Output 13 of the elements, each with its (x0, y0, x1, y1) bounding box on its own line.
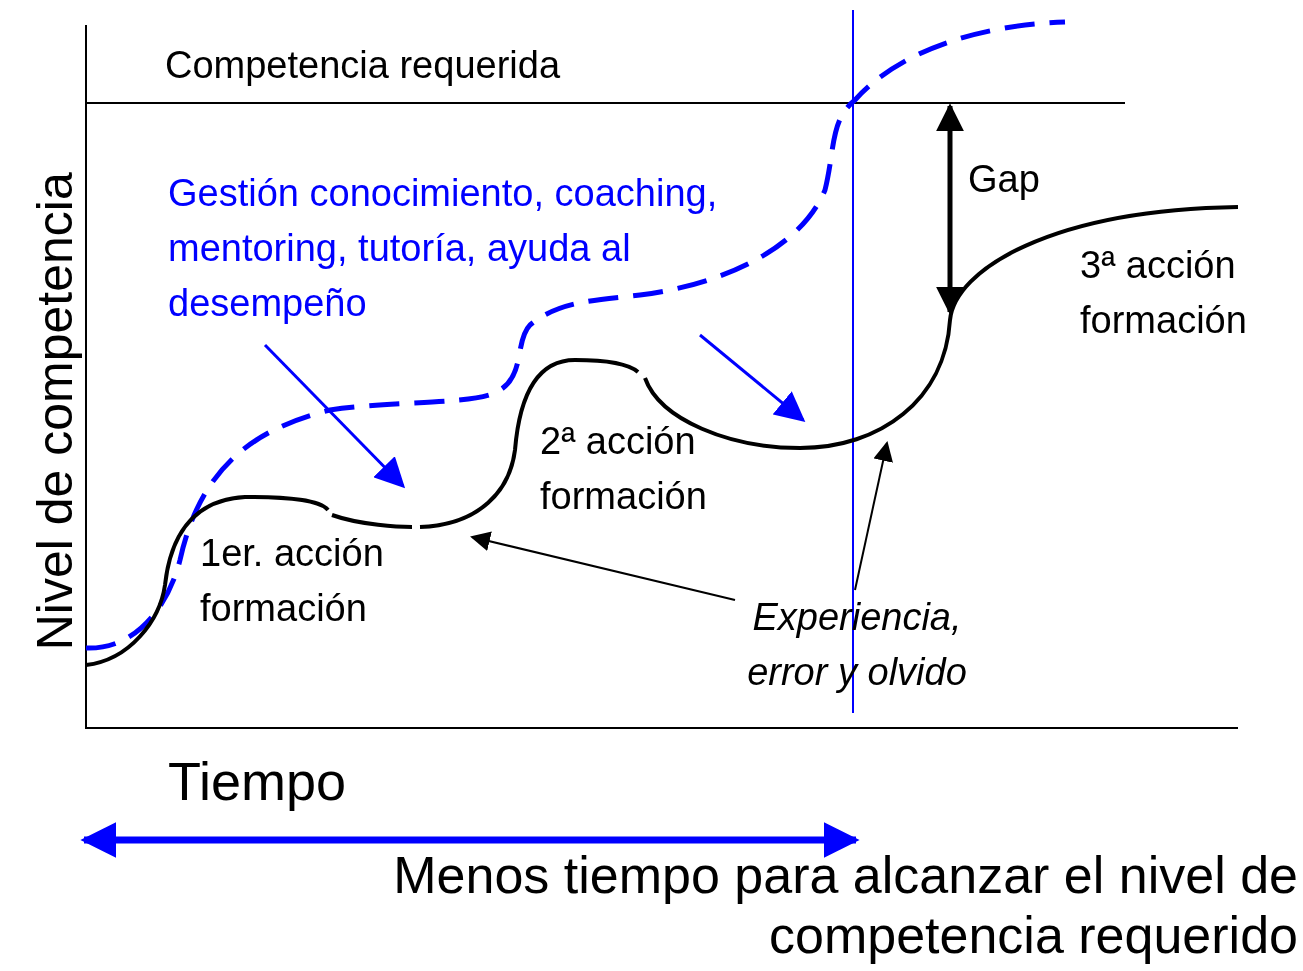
axis-title: Nivel de competencia (25, 171, 84, 653)
arrow (263, 343, 406, 489)
axis-title: Tiempo (168, 750, 348, 813)
arrow (854, 441, 893, 591)
arrow (699, 333, 806, 422)
annotation-text: Gestión conocimiento, coaching, mentoring, tutoría, ayuda al desempeño (168, 166, 788, 332)
conclusion-text: Menos tiempo para alcanzar el nivel de competencia requerido (392, 846, 1298, 966)
line-label: Competencia requerida (165, 43, 561, 88)
stage-label: 3ª acción formación (1080, 243, 1248, 344)
arrow (470, 531, 736, 601)
gap-label: Gap (968, 157, 1041, 202)
stage-label: 1er. acción formación (200, 531, 385, 632)
stage-label: 2ª acción formación (540, 419, 708, 520)
